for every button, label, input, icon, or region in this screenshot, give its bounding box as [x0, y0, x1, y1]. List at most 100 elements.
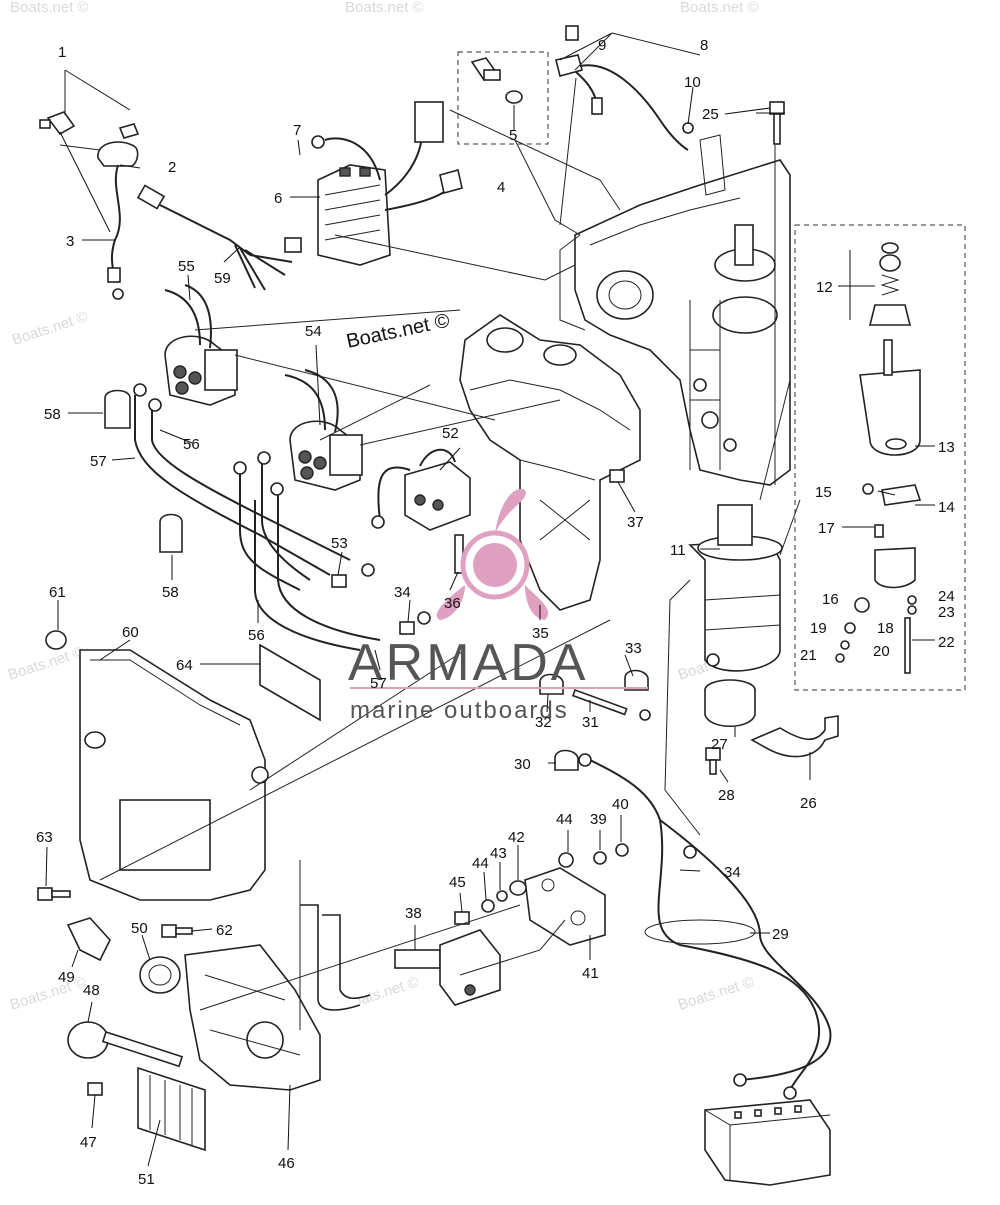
callout-51: 51: [138, 1171, 155, 1188]
callout-1: 1: [58, 44, 66, 61]
callout-20: 20: [873, 643, 890, 660]
watermark-text: Boats.net ©: [345, 0, 424, 16]
callout-32: 32: [535, 714, 552, 731]
callout-40: 40: [612, 796, 629, 813]
terminal-boot: [159, 513, 183, 553]
callout-17: 17: [818, 520, 835, 537]
callout-13: 13: [938, 439, 955, 456]
watermark-text: Boats.net ©: [676, 973, 756, 1013]
callout-58b: 58: [162, 584, 179, 601]
watermark-text: Boats.net ©: [680, 0, 759, 16]
callout-57b: 57: [370, 675, 387, 692]
callout-33: 33: [625, 640, 642, 657]
callout-22: 22: [938, 634, 955, 651]
callout-27: 27: [711, 736, 728, 753]
callout-39: 39: [590, 811, 607, 828]
callout-63: 63: [36, 829, 53, 846]
ignition-base-plate: [66, 917, 321, 1152]
callout-42: 42: [508, 829, 525, 846]
callout-38: 38: [405, 905, 422, 922]
callout-30: 30: [514, 756, 531, 773]
callout-25: 25: [702, 106, 719, 123]
pump-bracket: [454, 843, 629, 946]
brand-logo-hub: [473, 543, 517, 587]
callout-52: 52: [442, 425, 459, 442]
sensor-harness: [555, 25, 726, 196]
callout-10: 10: [684, 74, 701, 91]
starter-mount-parts: [704, 679, 839, 775]
temperature-sensor: [470, 57, 523, 104]
callout-56: 56: [183, 436, 200, 453]
starter-detail-parts: [835, 242, 922, 674]
rectifier-regulator: [311, 101, 463, 266]
brand-tagline: marine outboards: [350, 697, 569, 724]
callout-8: 8: [700, 37, 708, 54]
electrical-cover: [79, 649, 269, 901]
callout-16: 16: [822, 591, 839, 608]
battery-cables: [133, 383, 381, 651]
callout-59: 59: [214, 270, 231, 287]
starter-relay-55: [164, 284, 238, 406]
callout-64: 64: [176, 657, 193, 674]
block-edge: [559, 234, 586, 331]
callout-50: 50: [131, 920, 148, 937]
cable-terminal-parts: [539, 669, 651, 771]
callout-24: 24: [938, 588, 955, 605]
callout-31: 31: [582, 714, 599, 731]
callout-41: 41: [582, 965, 599, 982]
relay-52: [371, 448, 471, 531]
callout-37: 37: [627, 514, 644, 531]
callout-21: 21: [800, 647, 817, 664]
callout-34b: 34: [394, 584, 411, 601]
callout-5: 5: [509, 127, 517, 144]
callout-9: 9: [598, 37, 606, 54]
callout-4: 4: [497, 179, 505, 196]
callout-44b: 44: [472, 855, 489, 872]
fuel-pump-assembly: [300, 904, 501, 1011]
watermark-text: Boats.net ©: [8, 973, 88, 1013]
grommet: [45, 630, 67, 650]
watermark-text: Boats.net ©: [6, 643, 86, 683]
crankcase-assembly: [574, 159, 791, 486]
group-box-part-5: [457, 51, 549, 145]
callout-44: 44: [556, 811, 573, 828]
callout-35: 35: [532, 625, 549, 642]
callout-56b: 56: [248, 627, 265, 644]
terminal-boot: [104, 389, 131, 429]
watermark-text: Boats.net ©: [10, 0, 89, 16]
group-box-starter-detail: [794, 224, 966, 691]
leader-lines: [45, 86, 935, 1167]
callout-11: 11: [670, 542, 686, 559]
neutral-switch: [39, 111, 140, 300]
brand-name: ARMADA: [348, 634, 588, 692]
callout-26: 26: [800, 795, 817, 812]
callout-18: 18: [877, 620, 894, 637]
callout-29: 29: [772, 926, 789, 943]
callout-45: 45: [449, 874, 466, 891]
armada-logo: ARMADA marine outboards: [348, 489, 648, 724]
callout-labels: 1 2 3 4 5 6 7 8 9 10 11 12 13 14 15 16 1…: [36, 37, 955, 1188]
callout-55: 55: [178, 258, 195, 275]
callout-6: 6: [274, 190, 282, 207]
callout-61: 61: [49, 584, 66, 601]
callout-7: 7: [293, 122, 301, 139]
callout-14: 14: [938, 499, 955, 516]
callout-47: 47: [80, 1134, 97, 1151]
callout-19: 19: [810, 620, 827, 637]
callout-43: 43: [490, 845, 507, 862]
mounting-bracket: [459, 314, 641, 611]
callout-12: 12: [816, 279, 833, 296]
callout-3: 3: [66, 233, 74, 250]
warning-label: [259, 643, 321, 722]
watermark-text: Boats.net ©: [10, 308, 90, 348]
callout-57: 57: [90, 453, 107, 470]
callout-2: 2: [168, 159, 176, 176]
bolt-25: [769, 101, 785, 145]
assembly-guide-lines: [59, 32, 801, 1030]
callout-58: 58: [44, 406, 61, 423]
callout-28: 28: [718, 787, 735, 804]
callout-46: 46: [278, 1155, 295, 1172]
center-watermark: Boats.net ©: [344, 310, 451, 353]
